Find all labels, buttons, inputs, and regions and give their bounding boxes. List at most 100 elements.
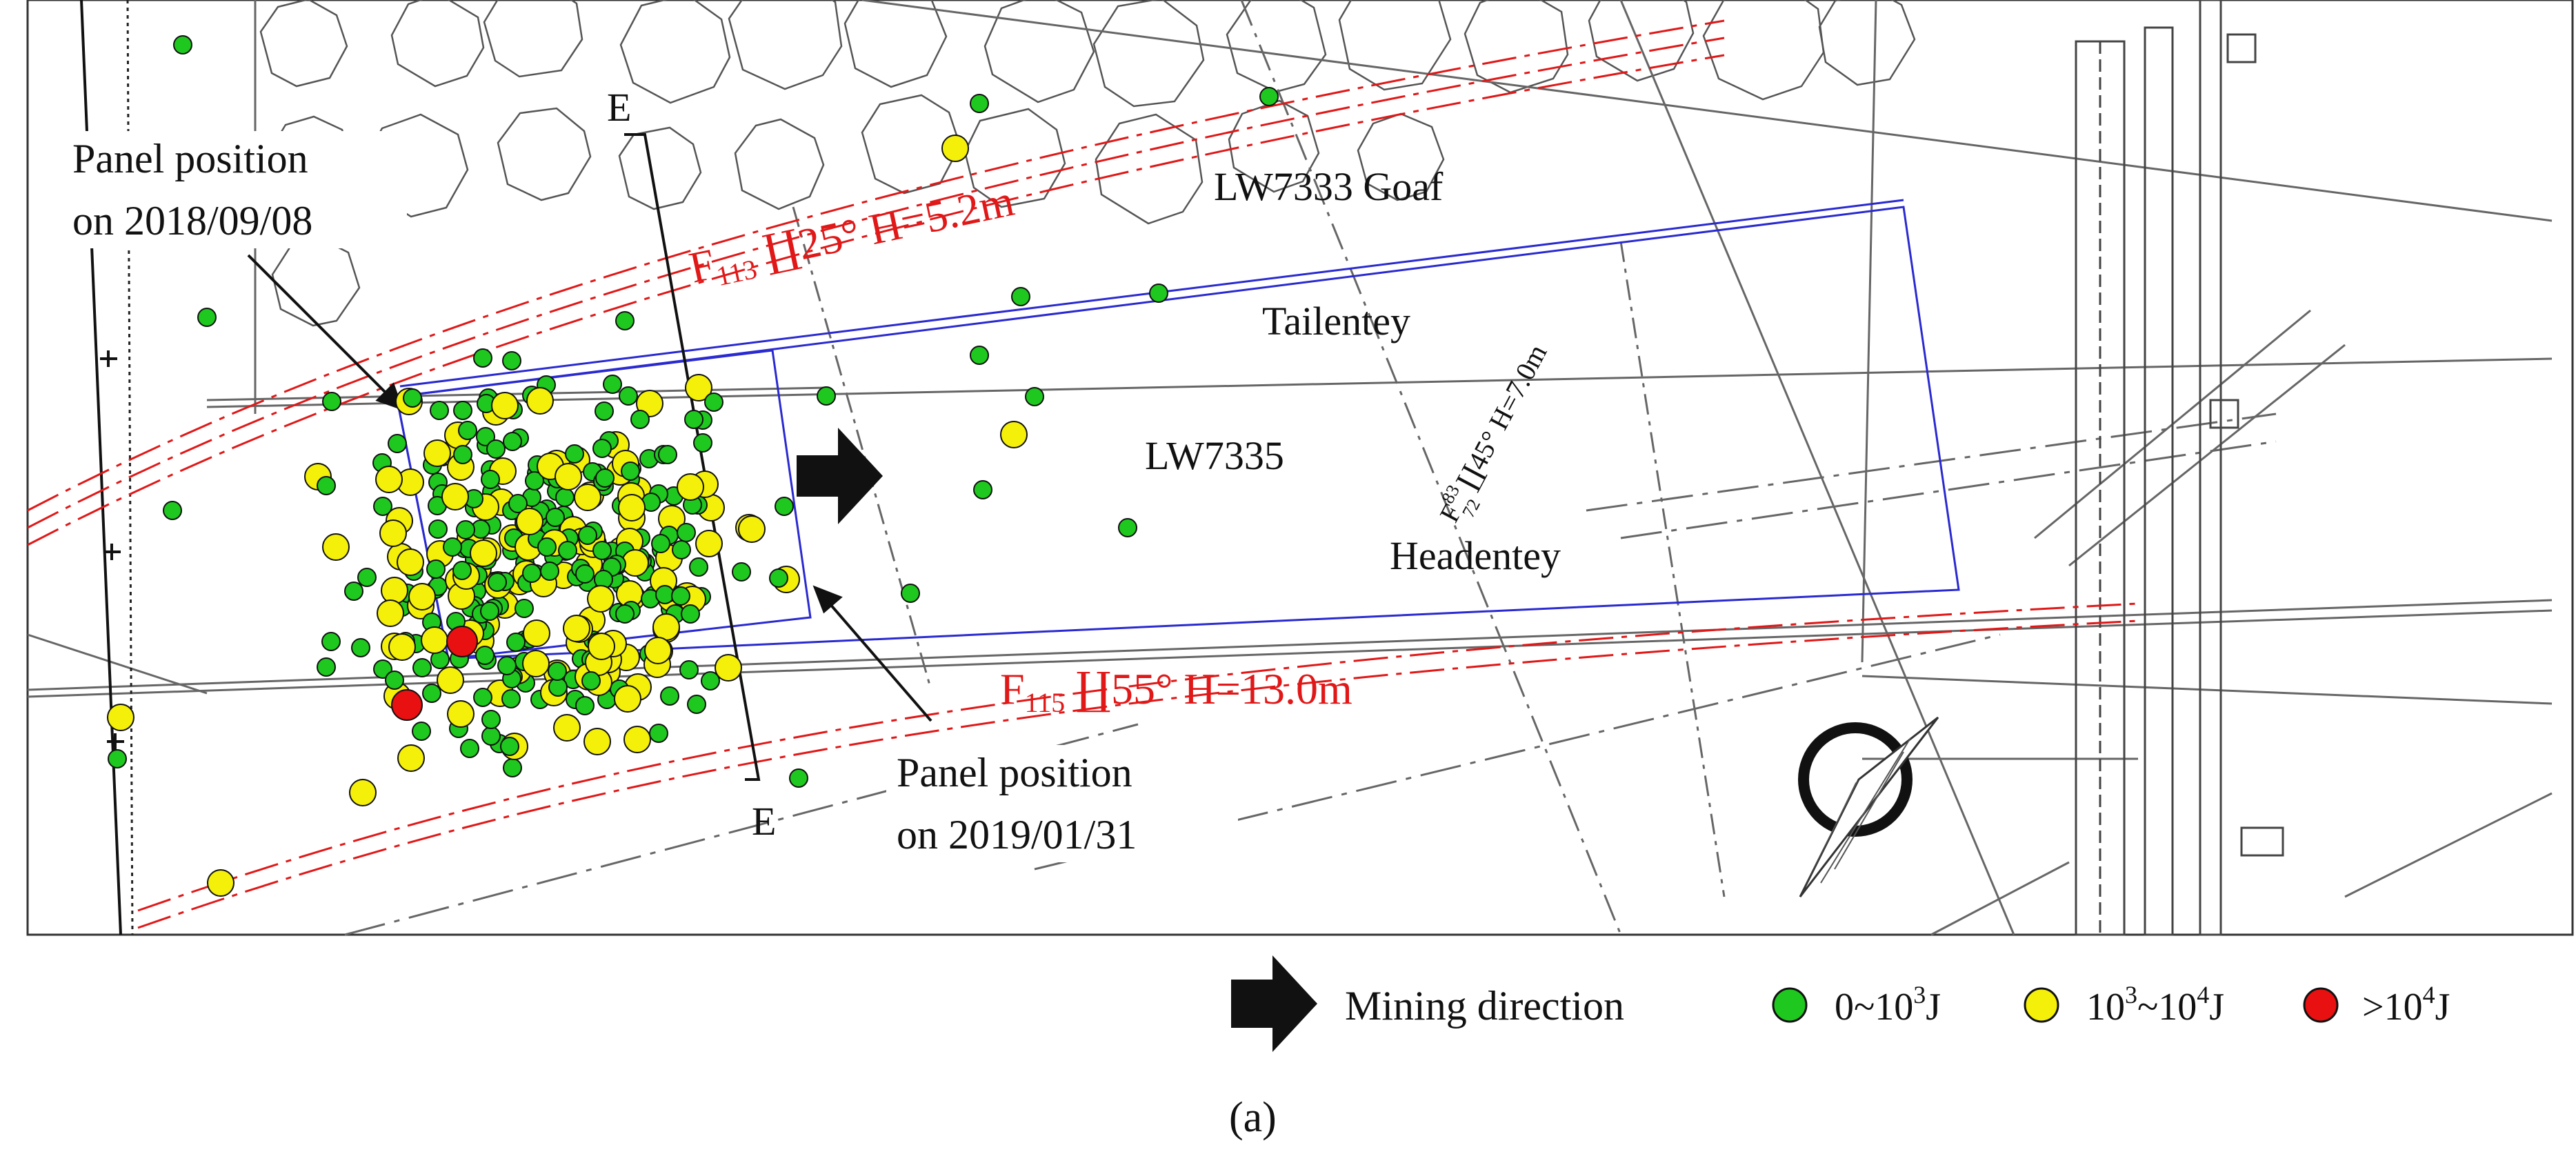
event-marker-yellow bbox=[941, 135, 969, 162]
event-marker-green bbox=[525, 471, 544, 490]
event-marker-yellow bbox=[636, 390, 663, 417]
event-marker-green bbox=[456, 520, 475, 539]
event-marker-green bbox=[522, 564, 541, 583]
event-marker-yellow bbox=[447, 700, 475, 728]
event-marker-green bbox=[901, 584, 920, 603]
event-marker-green bbox=[403, 388, 422, 408]
event-marker-yellow bbox=[207, 869, 234, 897]
event-marker-green bbox=[621, 461, 640, 481]
event-marker-green bbox=[1011, 287, 1030, 306]
event-marker-green bbox=[546, 508, 565, 527]
event-marker-yellow bbox=[379, 519, 407, 547]
event-marker-green bbox=[486, 439, 506, 459]
event-marker-green bbox=[351, 638, 370, 657]
event-marker-yellow bbox=[388, 633, 416, 661]
event-marker-green bbox=[619, 386, 638, 406]
event-marker-yellow bbox=[523, 619, 550, 647]
event-marker-green bbox=[671, 586, 690, 606]
event-marker-green bbox=[385, 671, 404, 690]
goaf-block bbox=[618, 126, 702, 210]
event-marker-green bbox=[789, 768, 808, 788]
event-marker-green bbox=[373, 497, 392, 516]
event-marker-yellow bbox=[397, 744, 425, 772]
goaf-block bbox=[861, 94, 961, 195]
legend-mining-direction-label: Mining direction bbox=[1345, 983, 1624, 1029]
panel-label: LW7335 bbox=[1145, 433, 1284, 478]
tail-label: Tailentey bbox=[1262, 299, 1410, 344]
event-marker-yellow bbox=[677, 473, 704, 501]
event-marker-green bbox=[481, 470, 500, 489]
fault-lines bbox=[27, 19, 2139, 929]
event-marker-yellow bbox=[377, 599, 404, 627]
panel-position-line1: Panel position bbox=[72, 136, 308, 181]
fault-f115-label: F115 ∐55° H=13.0m bbox=[1000, 664, 1352, 718]
event-marker-green bbox=[575, 696, 595, 715]
goaf-block bbox=[1818, 0, 1916, 86]
goaf-block bbox=[728, 0, 843, 90]
event-marker-green bbox=[475, 646, 495, 665]
event-marker-green bbox=[1259, 87, 1279, 106]
event-marker-green bbox=[701, 671, 720, 691]
event-marker-yellow bbox=[614, 685, 641, 713]
event-marker-green bbox=[476, 427, 495, 446]
event-marker-green bbox=[453, 445, 472, 464]
event-marker-green bbox=[592, 541, 612, 560]
panel-position-line1: Panel position bbox=[897, 750, 1132, 795]
goaf-block bbox=[1702, 0, 1825, 101]
event-marker-green bbox=[651, 534, 670, 553]
legend-red-marker bbox=[2303, 987, 2339, 1023]
event-marker-green bbox=[558, 541, 577, 560]
event-marker-green bbox=[595, 401, 614, 421]
event-marker-green bbox=[615, 604, 635, 624]
event-marker-green bbox=[481, 710, 501, 729]
goaf-block bbox=[497, 107, 592, 201]
event-marker-green bbox=[687, 695, 706, 714]
event-marker-yellow bbox=[715, 654, 742, 682]
goaf-block bbox=[390, 0, 485, 88]
north-arrow-icon bbox=[1798, 716, 1939, 897]
goaf-block bbox=[1092, 0, 1205, 108]
event-marker-green bbox=[480, 602, 499, 621]
event-marker-green bbox=[503, 758, 522, 777]
event-marker-yellow bbox=[695, 530, 723, 557]
goaf-block bbox=[1464, 0, 1569, 94]
panel-position-line2: on 2019/01/31 bbox=[897, 812, 1137, 857]
event-marker-green bbox=[501, 689, 521, 708]
event-marker-yellow bbox=[421, 626, 448, 654]
event-marker-green bbox=[502, 351, 521, 370]
event-marker-yellow bbox=[623, 726, 651, 753]
event-marker-green bbox=[817, 386, 836, 406]
event-marker-green bbox=[412, 722, 431, 741]
event-marker-yellow bbox=[563, 615, 590, 642]
event-marker-green bbox=[630, 410, 650, 429]
event-marker-green bbox=[460, 739, 479, 758]
goaf-block bbox=[259, 0, 348, 88]
event-marker-yellow bbox=[738, 515, 766, 543]
event-marker-red bbox=[391, 689, 423, 721]
event-marker-yellow bbox=[587, 585, 615, 613]
event-marker-green bbox=[503, 432, 522, 451]
event-marker-yellow bbox=[349, 779, 377, 806]
legend-yellow-marker bbox=[2024, 987, 2059, 1023]
event-marker-green bbox=[548, 662, 567, 681]
event-marker-green bbox=[497, 656, 517, 675]
event-marker-yellow bbox=[553, 714, 581, 742]
event-marker-green bbox=[615, 311, 635, 330]
panel-position-line2: on 2018/09/08 bbox=[72, 198, 312, 244]
mining-direction-arrow bbox=[797, 428, 883, 524]
goaf-block bbox=[734, 118, 825, 210]
event-marker-green bbox=[689, 557, 708, 577]
event-marker-green bbox=[575, 564, 595, 584]
event-marker-green bbox=[655, 585, 675, 604]
event-marker-green bbox=[473, 688, 492, 707]
event-marker-green bbox=[508, 494, 528, 513]
event-marker-green bbox=[488, 573, 507, 592]
event-marker-red bbox=[446, 626, 478, 657]
legend-red-label: >104J bbox=[2362, 981, 2450, 1029]
goaf-block bbox=[1357, 112, 1445, 201]
event-marker-green bbox=[506, 633, 526, 652]
event-marker-green bbox=[430, 401, 449, 420]
goaf-block bbox=[1226, 0, 1327, 93]
event-marker-green bbox=[603, 375, 622, 394]
